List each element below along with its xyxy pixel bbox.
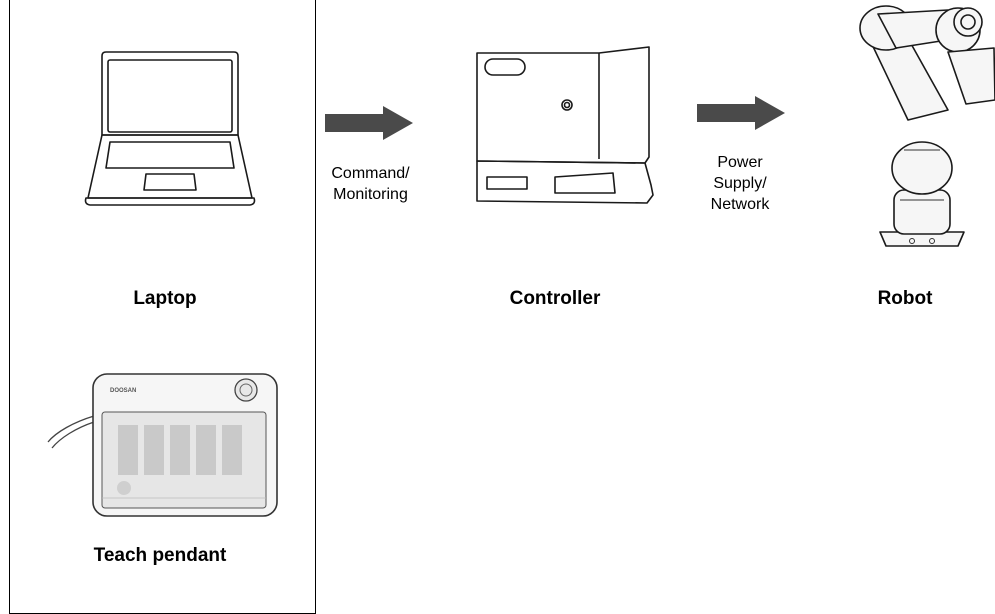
laptop-label: Laptop xyxy=(133,288,197,309)
power-supply-network-label: Power Supply/ Network xyxy=(710,154,770,213)
laptop-illustration xyxy=(80,50,260,210)
power-network-arrow xyxy=(695,94,787,132)
command-monitoring-label: Command/ Monitoring xyxy=(331,165,410,203)
command-arrow xyxy=(323,104,415,142)
controller-label: Controller xyxy=(509,288,601,309)
teach-pendant-illustration: DOOSAN xyxy=(44,370,284,520)
teach-pendant-label: Teach pendant xyxy=(93,545,227,566)
robot-illustration xyxy=(808,0,995,255)
pendant-brand-text: DOOSAN xyxy=(110,388,136,394)
robot-label: Robot xyxy=(877,288,933,309)
controller-illustration xyxy=(463,45,663,215)
